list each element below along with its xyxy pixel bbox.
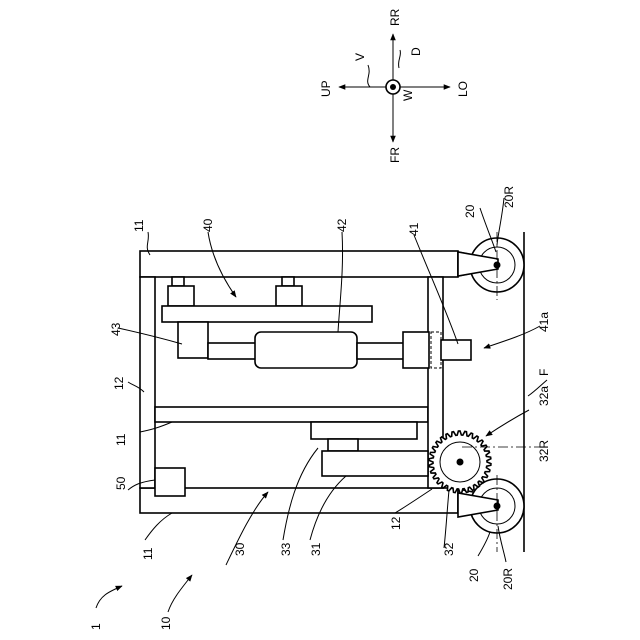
label-ref-32R: 32R bbox=[537, 440, 551, 462]
label-ref-11-top: 11 bbox=[132, 219, 146, 232]
label-ref-32a: 32a bbox=[537, 386, 551, 406]
label-ref-32: 32 bbox=[442, 542, 456, 556]
actuator-mount-43 bbox=[178, 322, 208, 358]
label-ref-30: 30 bbox=[233, 542, 247, 556]
actuator-tip-41a bbox=[441, 340, 471, 360]
label-ref-41: 41 bbox=[407, 222, 421, 236]
label-ref-33: 33 bbox=[279, 542, 293, 556]
mount-block-1 bbox=[168, 286, 194, 306]
label-ref-20-bottom: 20 bbox=[467, 568, 481, 582]
label-ref-31: 31 bbox=[309, 542, 323, 556]
gear-hub bbox=[457, 459, 464, 466]
label-ref-12-bottom: 12 bbox=[389, 516, 403, 530]
label-ref-41a: 41a bbox=[537, 312, 551, 332]
gear-motor-31 bbox=[322, 451, 428, 476]
label-ref-50: 50 bbox=[114, 476, 128, 490]
label-d: D bbox=[409, 47, 423, 56]
actuator-body-42 bbox=[255, 332, 357, 368]
label-up: UP bbox=[319, 80, 333, 97]
label-ref-F: F bbox=[537, 369, 551, 376]
leader-20-bottom bbox=[478, 532, 490, 556]
actuator-plate bbox=[162, 306, 372, 322]
actuator-assembly bbox=[162, 277, 471, 368]
label-ref-20R-top: 20R bbox=[502, 186, 516, 208]
caster-wheel-top bbox=[458, 238, 524, 292]
label-fr: FR bbox=[388, 147, 402, 163]
direction-compass: UP LO RR FR V D W bbox=[319, 8, 470, 163]
actuator-rod-left bbox=[208, 343, 256, 359]
mount-pad-1 bbox=[172, 277, 184, 286]
actuator-rod-right bbox=[357, 343, 405, 359]
mount-block-2 bbox=[276, 286, 302, 306]
label-rr: RR bbox=[388, 8, 402, 26]
frame-member-bottom bbox=[140, 488, 458, 513]
label-ref-12-left: 12 bbox=[112, 376, 126, 390]
label-ref-11-bottom: 11 bbox=[141, 547, 155, 560]
control-box-50 bbox=[155, 468, 185, 496]
actuator-end-block bbox=[403, 332, 429, 368]
leader-1 bbox=[96, 586, 122, 608]
label-ref-11-mid: 11 bbox=[114, 433, 128, 446]
leader-41a bbox=[484, 326, 540, 348]
leader-v bbox=[368, 65, 370, 87]
leader-10 bbox=[168, 575, 192, 612]
leader-d bbox=[399, 50, 401, 68]
gear-shaft-33 bbox=[328, 439, 358, 451]
label-ref-42: 42 bbox=[335, 218, 349, 232]
frame-member-top bbox=[140, 251, 458, 277]
label-w: W bbox=[401, 89, 415, 101]
label-ref-43: 43 bbox=[109, 322, 123, 336]
label-ref-20-top: 20 bbox=[463, 204, 477, 218]
frame-member-left bbox=[140, 277, 155, 488]
label-ref-10: 10 bbox=[159, 616, 173, 630]
leader-11-bottom bbox=[145, 513, 172, 540]
gear-housing-plate bbox=[311, 422, 417, 439]
leader-32a bbox=[486, 410, 529, 436]
frame-member-middle bbox=[155, 407, 428, 422]
label-ref-20R-bottom: 20R bbox=[501, 568, 515, 590]
label-lo: LO bbox=[456, 81, 470, 97]
axis-w-dot-icon bbox=[390, 84, 396, 90]
label-ref-40: 40 bbox=[201, 218, 215, 232]
label-ref-1: 1 bbox=[89, 623, 103, 630]
mount-pad-2 bbox=[282, 277, 294, 286]
label-v: V bbox=[353, 53, 367, 61]
